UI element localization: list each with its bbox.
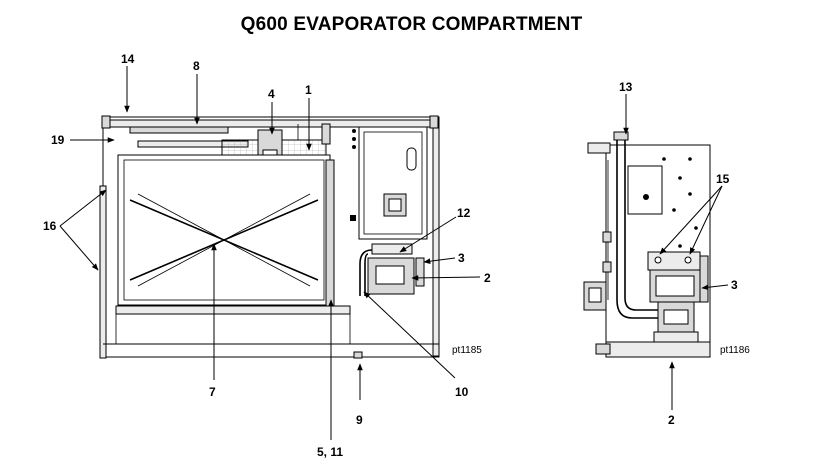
- callout-10: 10: [455, 385, 469, 399]
- side-leaders: [623, 94, 729, 410]
- indicator-light: [406, 147, 417, 171]
- probe-bracket: [321, 123, 331, 145]
- side-panel-box: [627, 165, 663, 215]
- evaporator-plate: [117, 154, 331, 306]
- sump-trough: [115, 305, 351, 315]
- side-callouts: 13 15 3 2 pt1186: [619, 80, 750, 427]
- top-frame: [107, 119, 433, 128]
- callout-5-11: 5, 11: [317, 445, 343, 459]
- callout-14: 14: [121, 52, 135, 66]
- front-ref-code: pt1185: [452, 345, 482, 356]
- callout-13: 13: [619, 80, 633, 94]
- front-view: [99, 115, 440, 359]
- callout-7: 7: [209, 385, 216, 399]
- side-ref-code: pt1186: [720, 345, 750, 356]
- diagram-title: Q600 EVAPORATOR COMPARTMENT: [240, 14, 583, 35]
- callout-4: 4: [268, 87, 275, 101]
- float-valve: [415, 257, 425, 287]
- callout-8: 8: [193, 59, 200, 73]
- side-float-valve: [699, 255, 709, 303]
- callout-2-front: 2: [484, 271, 491, 285]
- left-side-rail: [99, 185, 107, 359]
- callout-15: 15: [716, 172, 730, 186]
- callout-19: 19: [51, 133, 65, 147]
- callout-1: 1: [305, 83, 312, 97]
- callout-3-side: 3: [731, 278, 738, 292]
- evaporator-inner: [123, 159, 325, 301]
- side-tube-cap: [613, 131, 629, 141]
- top-right-bracket: [429, 115, 439, 129]
- top-left-bracket: [101, 115, 111, 129]
- front-callouts: 14 8 4 1 19 16 12 3 2 10 7 9 5, 11 pt118…: [43, 52, 491, 459]
- side-sump-bottom: [605, 341, 711, 358]
- right-side-rail: [432, 127, 440, 357]
- side-clip-lower: [602, 261, 612, 273]
- side-clip-upper: [602, 231, 612, 243]
- vertical-support: [325, 159, 335, 311]
- front-leaders: [59, 66, 481, 440]
- water-distribution-tube: [129, 126, 229, 134]
- callout-2-side: 2: [668, 413, 675, 427]
- drain-fitting: [353, 351, 363, 359]
- side-drain-stub: [595, 343, 611, 355]
- callout-3-front: 3: [458, 251, 465, 265]
- pump-bracket: [371, 243, 413, 255]
- callout-9: 9: [356, 413, 363, 427]
- callout-16: 16: [43, 219, 57, 233]
- callout-12: 12: [457, 206, 471, 220]
- side-view: [583, 131, 711, 358]
- side-top-ledge: [587, 142, 611, 154]
- control-box: [358, 126, 428, 240]
